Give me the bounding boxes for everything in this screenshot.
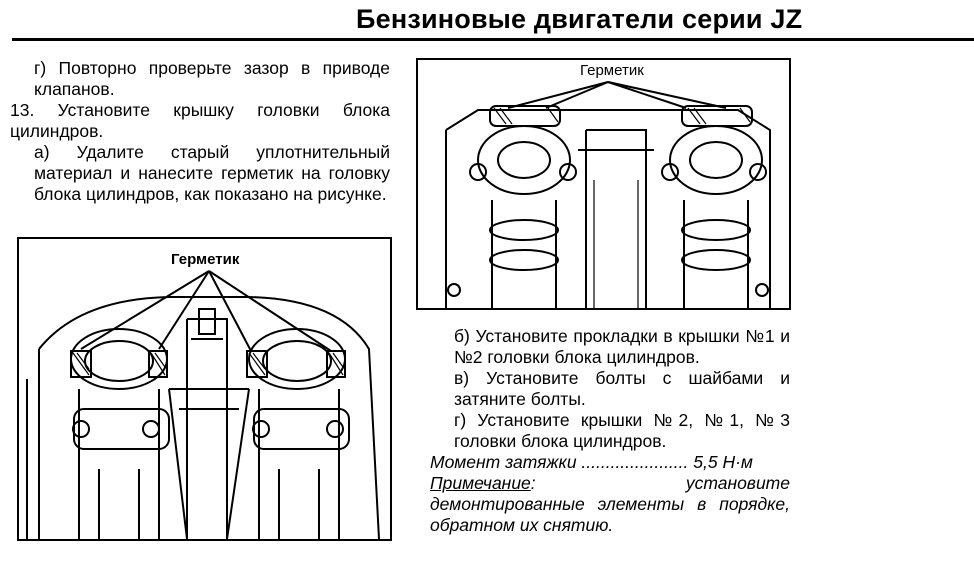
note-key: Примечание — [430, 473, 531, 493]
header-rule — [12, 38, 974, 41]
engine-head-drawing — [26, 270, 380, 539]
note-text: : установите демонтированные элементы в … — [430, 473, 790, 535]
left-text-column: г) Повторно проверьте зазор в приводе кл… — [10, 58, 390, 205]
step-g-recheck: г) Повторно проверьте зазор в приводе кл… — [34, 58, 390, 99]
step-g-install: г) Установите крышки №2, №1, №3 головки … — [454, 410, 790, 451]
sealant-label-right: Герметик — [578, 62, 646, 79]
step-b: б) Установите прокладки в крышки №1 и №2… — [454, 326, 790, 367]
step-13: 13. Установите крышку головки блока цили… — [10, 100, 390, 141]
note: Примечание: установите демонтированные э… — [430, 473, 790, 536]
step-a: а) Удалите старый уплотнительный материа… — [34, 142, 390, 204]
torque-value: 5,5 Н·м — [693, 452, 753, 472]
sealant-figure-right: Герметик — [416, 58, 791, 310]
cover-drawing — [445, 81, 771, 308]
sealant-figure-left: Герметик — [17, 237, 392, 541]
sealant-label-left: Герметик — [169, 251, 242, 268]
page-title: Бензиновые двигатели серии JZ — [356, 4, 803, 34]
torque-spec: Момент затяжки ...................... 5,… — [430, 452, 790, 473]
torque-label: Момент затяжки ...................... — [430, 452, 689, 472]
right-text-column: б) Установите прокладки в крышки №1 и №2… — [430, 326, 790, 536]
step-v: в) Установите болты с шайбами и затяните… — [454, 368, 790, 409]
